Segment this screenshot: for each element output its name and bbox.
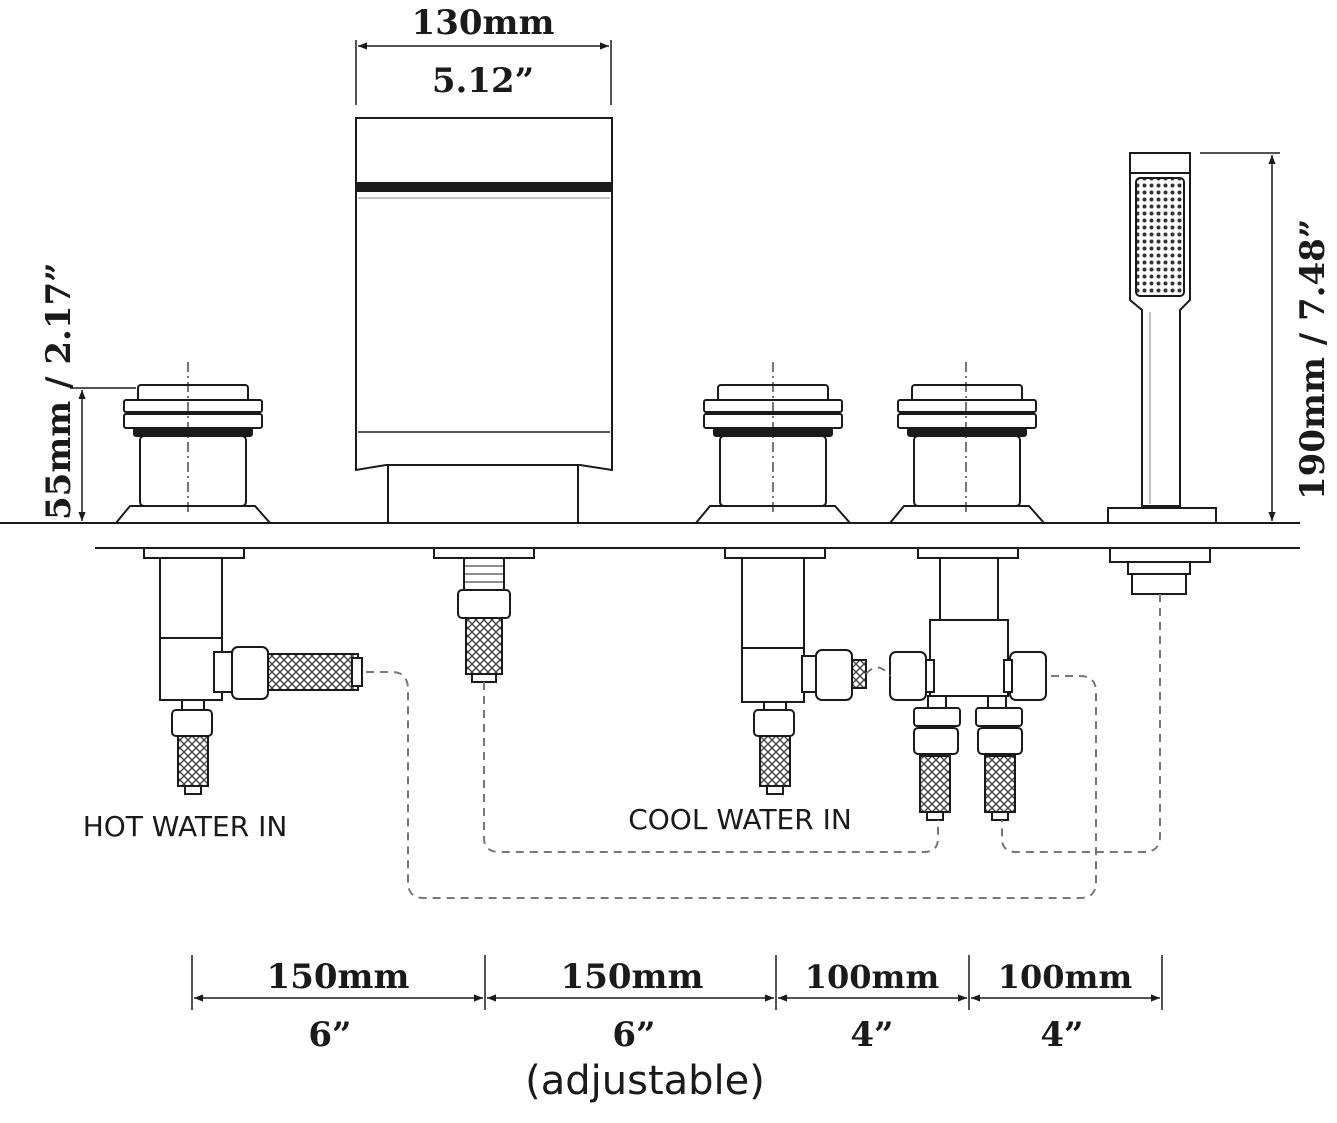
handshower-height-dimension: 190mm / 7.48”: [1200, 152, 1333, 521]
handshower-connector: [1109, 547, 1211, 595]
hose-routing: [366, 594, 1161, 899]
diverter-handle: [887, 362, 1047, 524]
deck: [0, 522, 1300, 549]
cool-water-in-label: COOL WATER IN: [628, 803, 852, 836]
spout-width-mm: 130mm: [412, 3, 555, 43]
handshower-height-label: 190mm / 7.48”: [1293, 219, 1333, 500]
spacing-3-inch: 4”: [850, 1015, 893, 1055]
hot-handle: [113, 362, 273, 524]
spacing-1-mm: 150mm: [267, 957, 410, 997]
hot-water-in-label: HOT WATER IN: [83, 810, 288, 843]
spacing-2-inch: 6”: [612, 1015, 655, 1055]
spacing-4-inch: 4”: [1040, 1015, 1083, 1055]
spout-width-dimension: 130mm 5.12”: [355, 3, 612, 105]
spacing-1-inch: 6”: [308, 1015, 351, 1055]
spout-width-inch: 5.12”: [432, 61, 534, 101]
diverter-body: [889, 547, 1047, 821]
adjustable-note: (adjustable): [525, 1058, 765, 1104]
hand-shower: [1107, 152, 1217, 524]
handle-height-label: 55mm / 2.17”: [39, 262, 79, 520]
spacing-2-mm: 150mm: [561, 957, 704, 997]
spacing-3-mm: 100mm: [805, 958, 940, 996]
handle-height-dimension: 55mm / 2.17”: [39, 262, 136, 521]
waterfall-spout: [355, 117, 613, 524]
cold-handle: [693, 362, 853, 524]
hot-valve-body: [143, 547, 363, 795]
spacing-4-mm: 100mm: [998, 958, 1133, 996]
spacing-dimensions: 150mm 6” 150mm 6” 100mm 4” 100mm 4” (adj…: [191, 955, 1163, 1104]
spout-connector: [433, 547, 535, 683]
cold-valve-body: [724, 547, 867, 795]
